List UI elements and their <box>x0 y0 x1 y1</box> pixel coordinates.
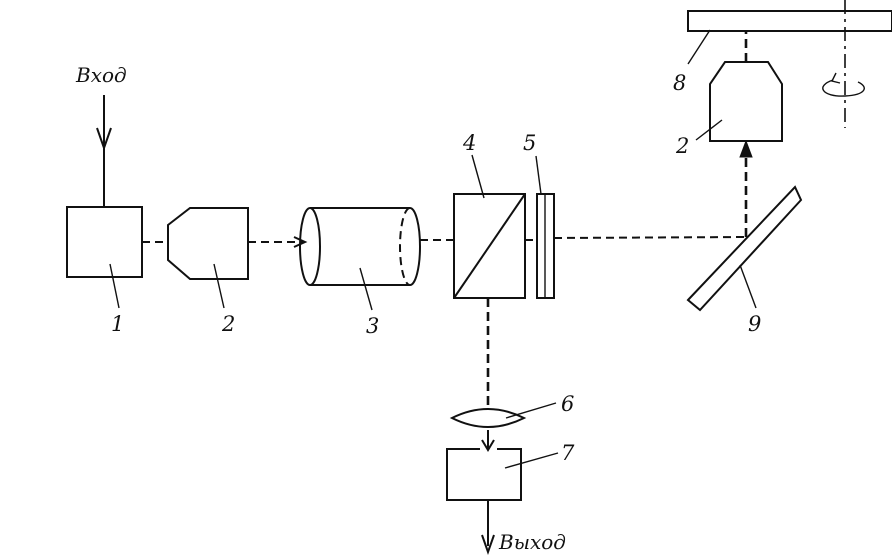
leader-1 <box>109 263 120 309</box>
label-6: 6 <box>561 392 574 416</box>
leader-2-upper <box>695 119 723 141</box>
lens-6 <box>449 408 527 428</box>
label-1: 1 <box>111 312 124 336</box>
rotation-arrow-icon <box>822 79 865 97</box>
leader-3 <box>359 267 373 311</box>
label-8: 8 <box>673 71 686 95</box>
leader-2 <box>213 263 225 309</box>
label-2-upper: 2 <box>675 134 689 158</box>
label-7: 7 <box>561 441 575 465</box>
leader-5 <box>535 155 542 195</box>
detector-7 <box>446 448 522 501</box>
leader-9 <box>739 264 757 309</box>
label-9: 9 <box>748 312 761 336</box>
block-2 <box>167 207 249 280</box>
block-1 <box>66 206 143 278</box>
label-3: 3 <box>366 314 379 338</box>
rotation-arrowhead <box>830 72 841 84</box>
label-2: 2 <box>221 312 235 336</box>
mirror-9 <box>686 185 803 312</box>
leader-6 <box>505 402 557 419</box>
beam-9-2-arrowhead <box>739 139 753 158</box>
input-label: Вход <box>75 63 127 87</box>
output-arrowhead <box>481 534 495 556</box>
leader-4 <box>471 154 485 199</box>
splitter-diagonal <box>453 193 526 299</box>
beam-6-7-arrowhead <box>481 439 495 452</box>
stage-plate-8 <box>687 10 892 32</box>
beam-2-3-arrowhead <box>293 236 308 248</box>
input-arrowhead <box>96 127 112 152</box>
leader-8 <box>687 29 711 65</box>
label-4: 4 <box>462 131 476 155</box>
objective-2-upper <box>709 61 783 142</box>
cylinder-3 <box>299 207 421 286</box>
output-label: Выход <box>498 530 566 554</box>
label-5: 5 <box>523 131 536 155</box>
beam-5-9 <box>553 236 748 239</box>
leader-7 <box>504 452 559 469</box>
